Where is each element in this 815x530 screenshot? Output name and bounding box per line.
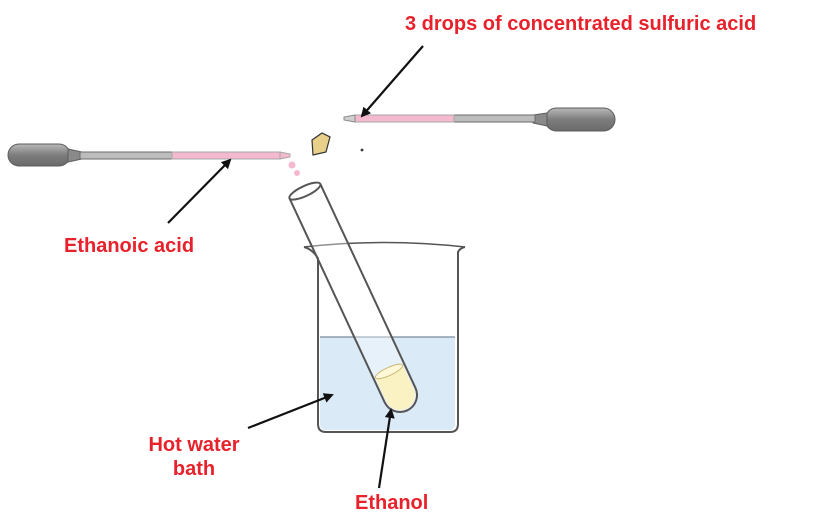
label-hot-water-bath: Hot water bath <box>138 433 250 481</box>
label-ethanoic-acid: Ethanoic acid <box>64 235 195 257</box>
arrow-sulfuric-acid <box>360 45 424 118</box>
label-sulfuric-acid: 3 drops of concentrated sulfuric acid <box>405 13 757 35</box>
ethanoic-acid-drop <box>294 170 300 176</box>
sulfuric-acid-drop <box>311 132 331 156</box>
right-pipette-neck <box>532 112 548 127</box>
label-ethanol: Ethanol <box>355 492 429 514</box>
test-tube <box>288 181 418 413</box>
right-pipette <box>343 107 616 132</box>
ethanol-surface <box>374 363 404 380</box>
left-pipette-tube <box>79 151 174 160</box>
left-pipette-acid <box>171 151 281 160</box>
right-pipette-acid <box>354 114 455 123</box>
arrow-ethanol <box>377 408 395 489</box>
left-pipette <box>7 143 300 176</box>
left-pipette-tip <box>279 151 291 160</box>
test-tube-mouth <box>288 181 322 201</box>
arrow-hot-water-bath <box>247 393 334 430</box>
arrow-ethanoic-acid <box>167 158 232 224</box>
beaker-rim <box>303 241 466 248</box>
test-tube-body <box>288 183 418 413</box>
left-pipette-bulb <box>7 143 71 167</box>
label-hot-water-bath-line1: Hot water <box>148 434 240 456</box>
right-pipette-tube <box>452 114 536 123</box>
right-pipette-tip <box>343 114 356 123</box>
ethanoic-acid-drop <box>288 161 296 169</box>
small-drop <box>360 148 364 152</box>
right-pipette-bulb <box>544 107 616 132</box>
label-hot-water-bath-line2: bath <box>172 458 216 480</box>
